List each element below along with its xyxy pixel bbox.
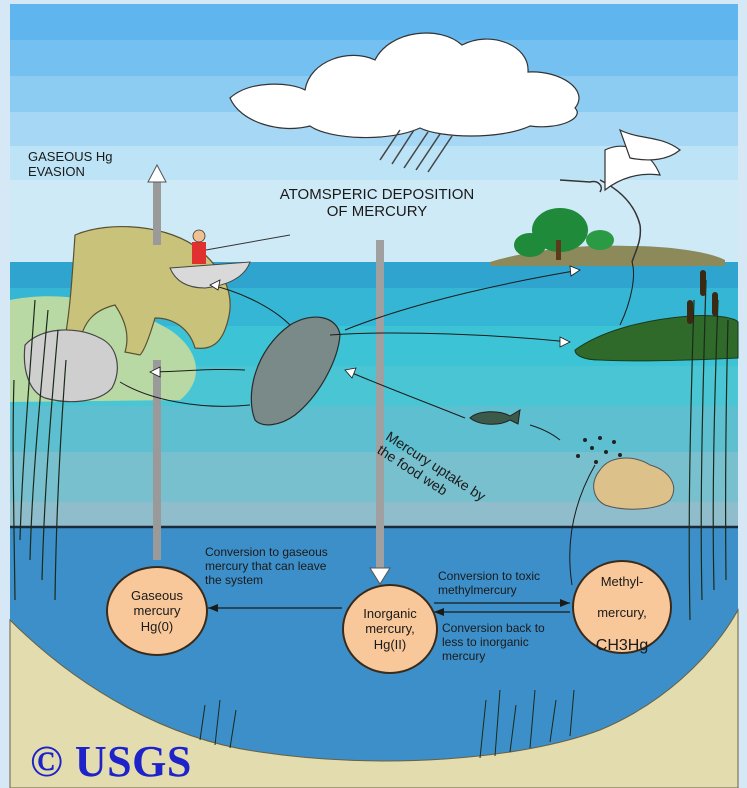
- node-methylmercury: Methyl- mercury, CH3Hg: [572, 560, 672, 654]
- raccoon: [24, 330, 117, 402]
- node-inorganic-mercury: Inorganic mercury, Hg(II): [342, 584, 438, 674]
- node-inorganic-label: Inorganic mercury, Hg(II): [363, 606, 416, 653]
- node-gaseous-label: Gaseous mercury Hg(0): [131, 588, 183, 635]
- deposition-label: ATOMSPERIC DEPOSITION OF MERCURY: [262, 186, 492, 221]
- copyright-notice: © USGS: [30, 736, 192, 787]
- conversion-methyl-label: Conversion to toxic methylmercury: [438, 570, 540, 598]
- node-methyl-line1: Methyl-: [601, 574, 644, 589]
- node-methyl-text: Methyl- mercury, CH3Hg: [596, 558, 648, 655]
- node-methyl-line2: mercury,: [597, 605, 647, 620]
- sky-band-1: [10, 4, 738, 40]
- evasion-label: GASEOUS Hg EVASION: [28, 150, 113, 180]
- node-gaseous-mercury: Gaseous mercury Hg(0): [106, 566, 208, 656]
- conversion-back-label: Conversion back to less to inorganic mer…: [442, 622, 545, 663]
- node-methyl-formula: CH3Hg: [596, 637, 648, 654]
- conversion-gaseous-label: Conversion to gaseous mercury that can l…: [205, 546, 328, 587]
